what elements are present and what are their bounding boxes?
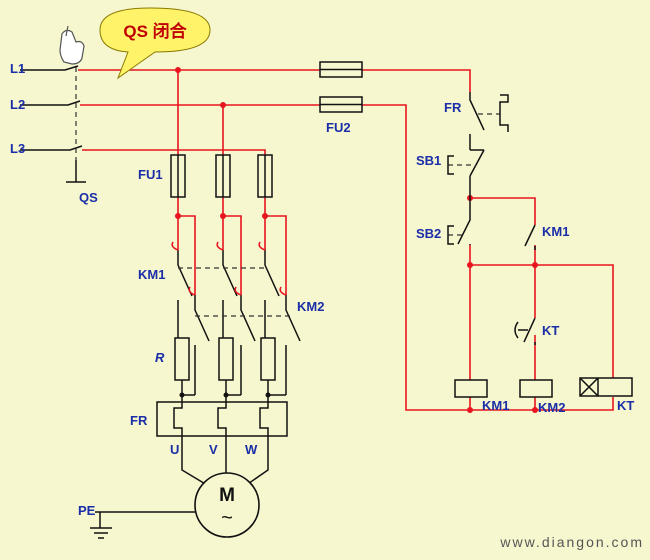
thermal-relay-fr: [156, 401, 288, 437]
label-w: W: [245, 442, 258, 457]
label-fu2: FU2: [326, 120, 351, 135]
label-l3: L3: [10, 141, 25, 156]
qs-callout: QS 闭合: [99, 7, 211, 80]
label-v: V: [209, 442, 218, 457]
labels: L1 L2 L3 QS FU1 FU2 KM1 KM2 R FR U V W M…: [10, 61, 634, 529]
label-km1-coil: KM1: [482, 398, 509, 413]
sb1-stop-button: [447, 149, 485, 198]
pointing-hand-icon: [59, 25, 85, 65]
label-r: R: [155, 350, 165, 365]
km1-aux-contact: [524, 224, 536, 250]
motor: [90, 436, 269, 539]
label-kt-coil: KT: [617, 398, 634, 413]
label-sb2: SB2: [416, 226, 441, 241]
coils: [454, 377, 633, 398]
fuse-fu1: [170, 154, 273, 198]
resistors-r: [174, 337, 286, 402]
motor-label: M: [219, 485, 235, 506]
kt-time-contact: [514, 317, 536, 345]
label-u: U: [170, 442, 179, 457]
fr-aux-contact: [469, 92, 509, 150]
motor-ac-symbol: ~: [221, 507, 233, 529]
callout-text: QS 闭合: [123, 21, 187, 41]
label-qs: QS: [79, 190, 98, 205]
label-km1-main: KM1: [138, 267, 165, 282]
km2-contacts: [188, 286, 301, 395]
label-pe: PE: [78, 503, 96, 518]
label-fu1: FU1: [138, 167, 163, 182]
label-km2-coil: KM2: [538, 400, 565, 415]
km1-main-contacts: [171, 241, 280, 338]
label-fr-ctrl: FR: [444, 100, 462, 115]
label-sb1: SB1: [416, 153, 441, 168]
qs-switch: [20, 58, 86, 183]
label-fr-main: FR: [130, 413, 148, 428]
watermark: www.diangon.com: [499, 534, 644, 550]
label-l1: L1: [10, 61, 25, 76]
junction-dots: [175, 67, 538, 413]
label-l2: L2: [10, 97, 25, 112]
fuse-fu2: [319, 61, 363, 113]
wires: [78, 69, 614, 411]
label-km2-main: KM2: [297, 299, 324, 314]
label-km1-aux: KM1: [542, 224, 569, 239]
label-kt-contact: KT: [542, 323, 559, 338]
sb2-start-button: [447, 198, 471, 245]
